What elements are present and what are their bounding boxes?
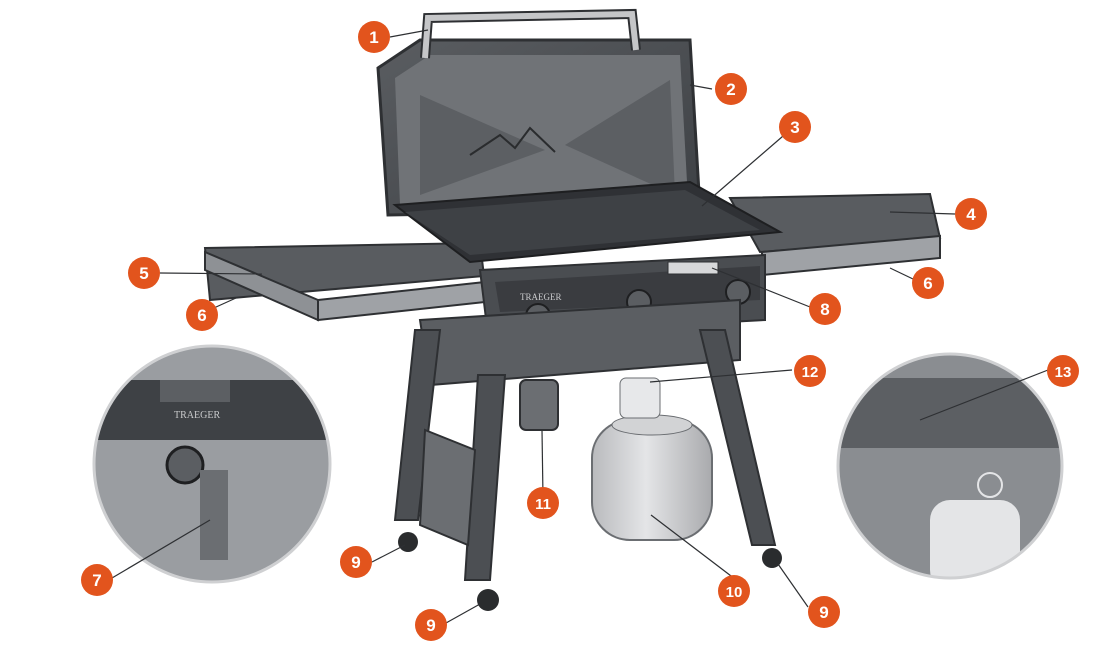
callout-1: 1 bbox=[358, 21, 390, 53]
brand-label: TRAEGER bbox=[520, 292, 562, 302]
callout-13: 13 bbox=[1047, 355, 1079, 387]
svg-text:9: 9 bbox=[819, 603, 828, 622]
callout-2: 2 bbox=[715, 73, 747, 105]
leader-lines bbox=[111, 29, 1049, 624]
svg-text:8: 8 bbox=[820, 300, 829, 319]
callout-12: 12 bbox=[794, 355, 826, 387]
detail-left: TRAEGER bbox=[94, 346, 330, 582]
callout-9-right: 9 bbox=[808, 596, 840, 628]
svg-text:1: 1 bbox=[369, 28, 378, 47]
svg-text:2: 2 bbox=[726, 80, 735, 99]
svg-text:9: 9 bbox=[351, 553, 360, 572]
svg-text:5: 5 bbox=[139, 264, 148, 283]
legs bbox=[393, 329, 777, 581]
callout-badges: 1 2 3 4 5 6 6 7 8 9 9 9 10 11 12 13 bbox=[81, 21, 1079, 641]
svg-text:9: 9 bbox=[426, 616, 435, 635]
callout-9-left: 9 bbox=[340, 546, 372, 578]
detail-right bbox=[838, 354, 1062, 578]
detail-left-frame bbox=[92, 344, 332, 584]
propane-tank bbox=[591, 377, 713, 541]
left-side-shelf bbox=[203, 241, 486, 322]
detail-right-frame bbox=[836, 352, 1064, 580]
svg-text:7: 7 bbox=[92, 571, 101, 590]
svg-text:12: 12 bbox=[802, 364, 819, 381]
callout-8: 8 bbox=[809, 293, 841, 325]
callout-9-center: 9 bbox=[415, 609, 447, 641]
svg-text:4: 4 bbox=[966, 205, 976, 224]
svg-text:TRAEGER: TRAEGER bbox=[174, 410, 220, 421]
callout-11: 11 bbox=[527, 487, 559, 519]
svg-text:11: 11 bbox=[535, 496, 551, 513]
callout-6-left: 6 bbox=[186, 299, 218, 331]
lid-handle bbox=[420, 8, 641, 59]
lid bbox=[376, 38, 702, 217]
display-badge bbox=[667, 261, 719, 275]
svg-text:10: 10 bbox=[726, 584, 743, 601]
svg-text:6: 6 bbox=[923, 274, 932, 293]
callout-7: 7 bbox=[81, 564, 113, 596]
callout-6-right: 6 bbox=[912, 267, 944, 299]
svg-text:6: 6 bbox=[197, 306, 206, 325]
griddle-top bbox=[392, 180, 784, 264]
callout-5: 5 bbox=[128, 257, 160, 289]
callout-10: 10 bbox=[718, 575, 750, 607]
casters bbox=[398, 532, 782, 611]
callout-4: 4 bbox=[955, 198, 987, 230]
svg-text:3: 3 bbox=[790, 118, 799, 137]
svg-text:13: 13 bbox=[1055, 364, 1072, 381]
grease-cup bbox=[519, 379, 559, 431]
cart-body bbox=[418, 298, 741, 387]
callout-3: 3 bbox=[779, 111, 811, 143]
